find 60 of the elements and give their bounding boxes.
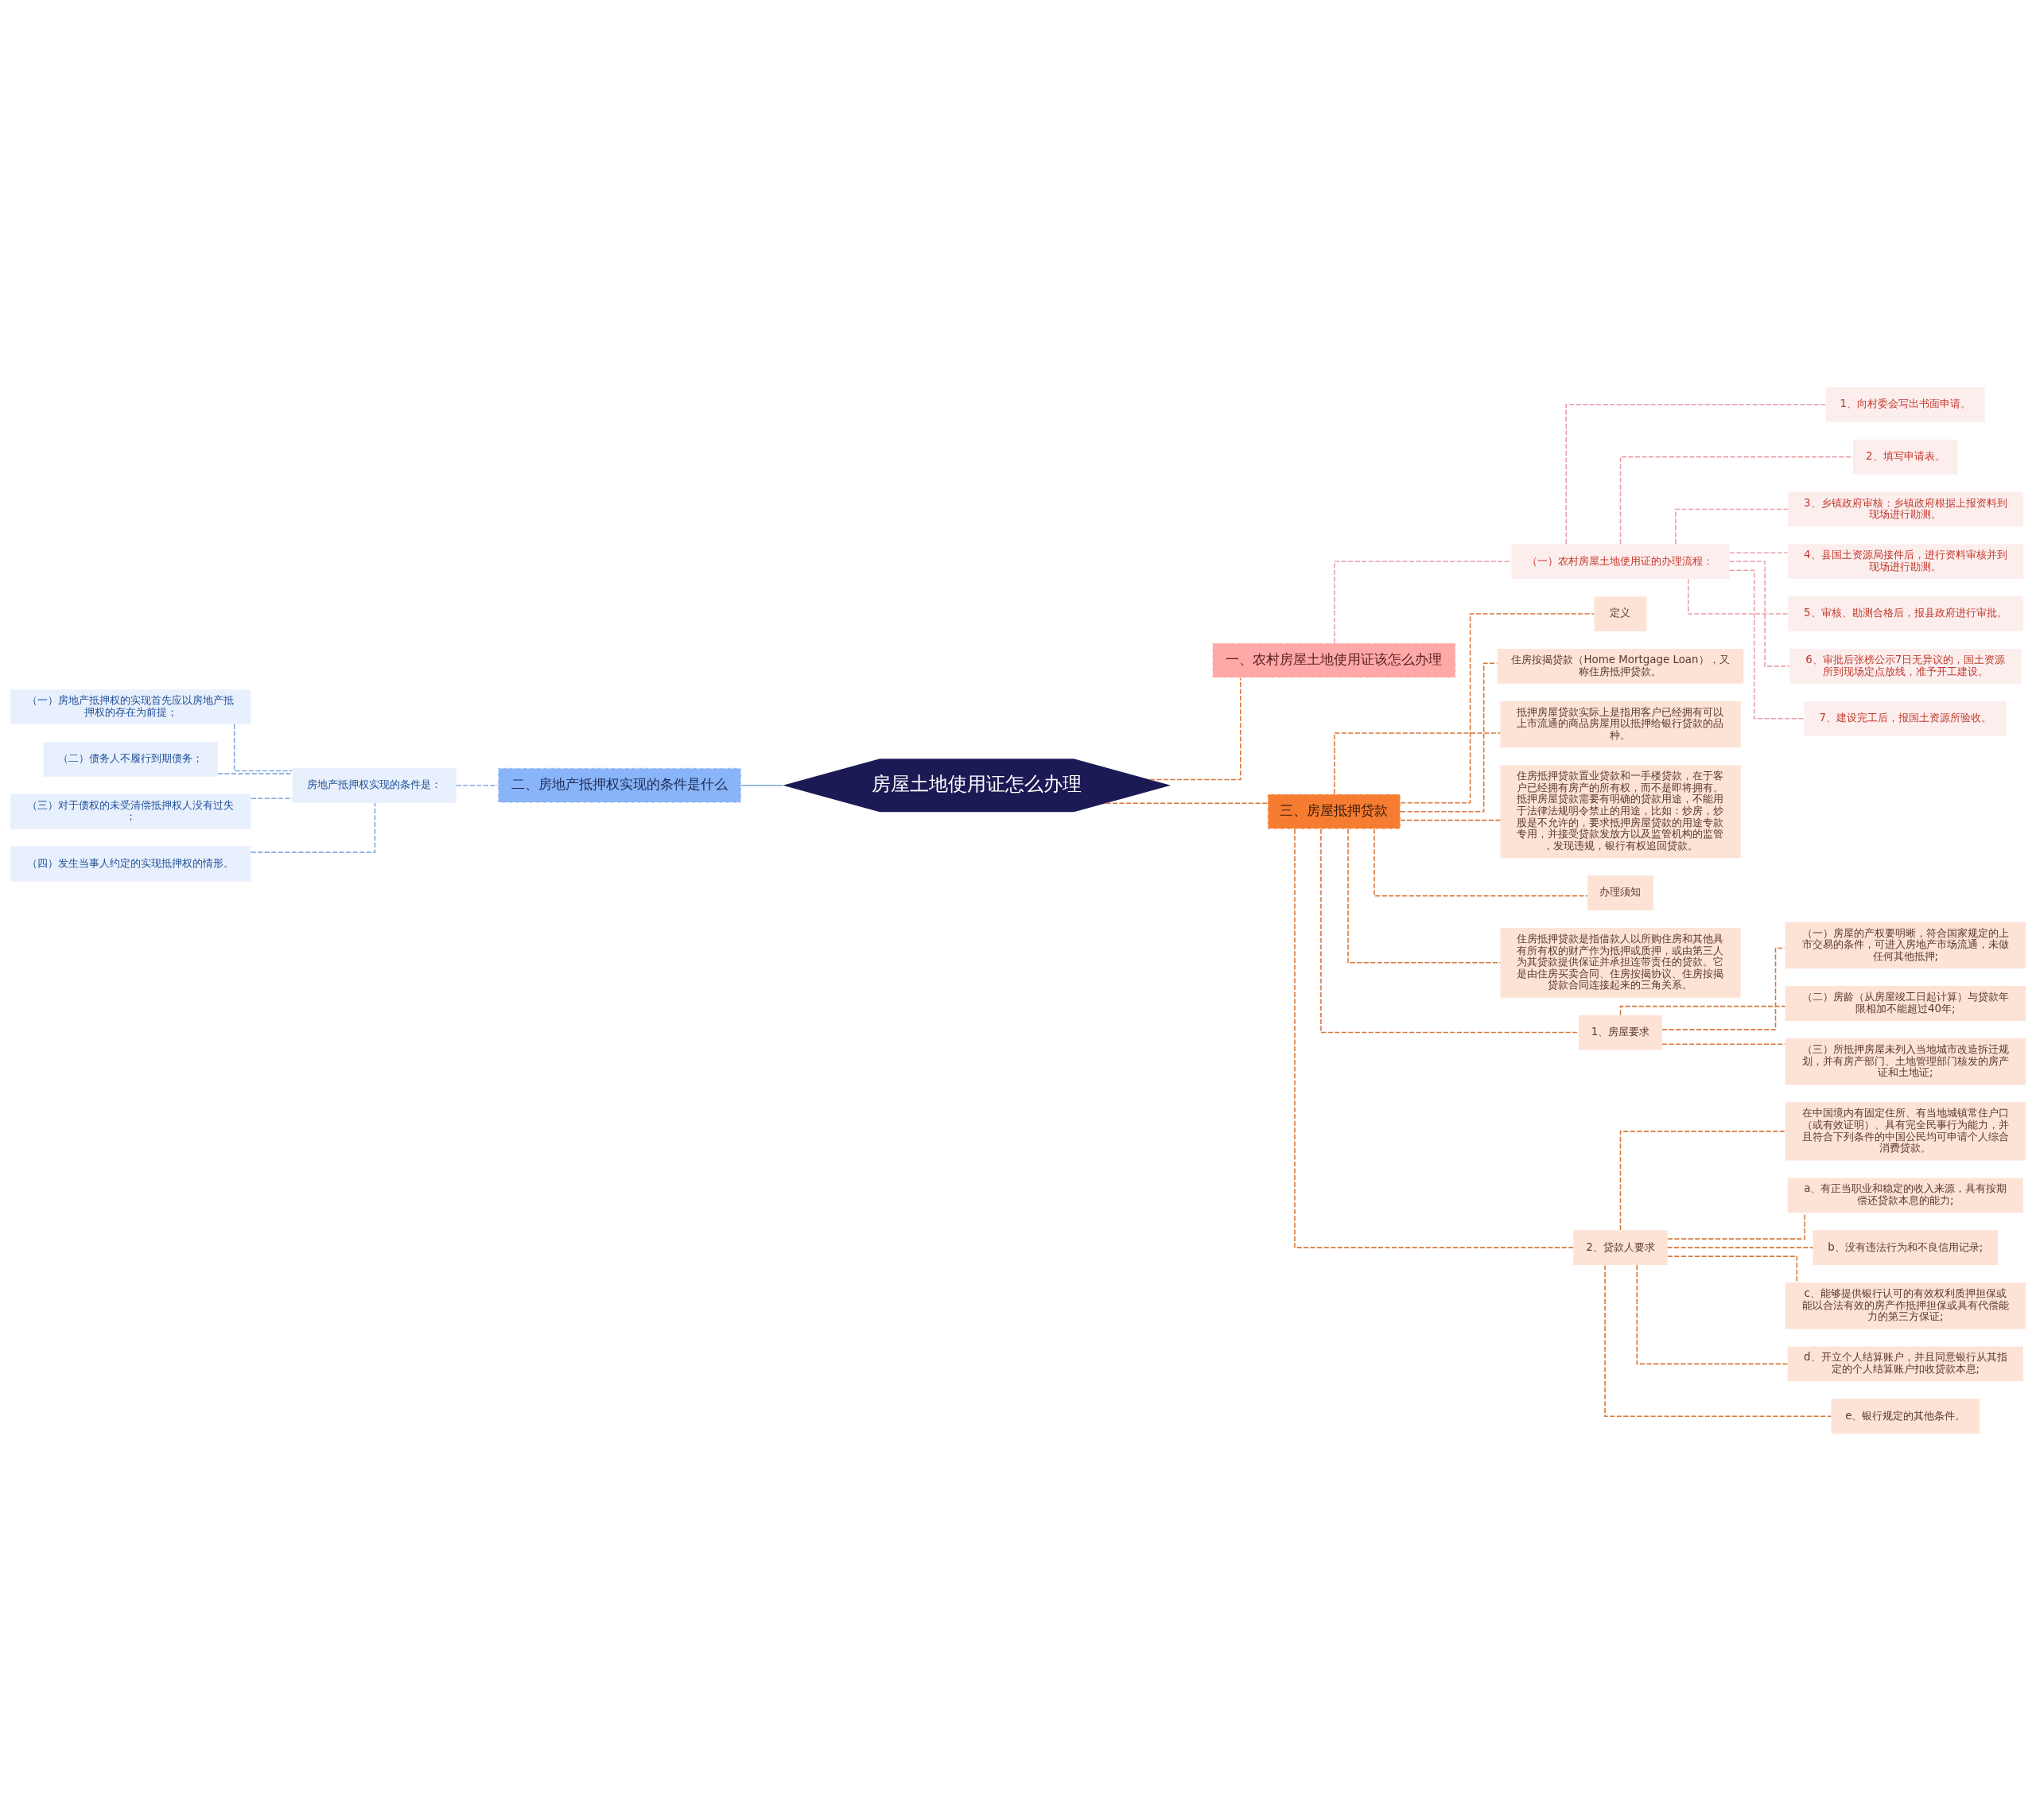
node-box: （二）债务人不履行到期债务； <box>43 741 218 777</box>
connector <box>1636 1264 1789 1364</box>
connector <box>1619 1005 1786 1015</box>
node-box: 2、贷款人要求 <box>1573 1229 1668 1265</box>
node-box: （二）房龄（从房屋竣工日起计算）与贷款年限相加不能超过40年; <box>1785 985 2026 1021</box>
node-box: （三）所抵押房屋未列入当地城市改造拆迁规划，并有房产部门、土地管理部门核发的房产证和土地证; <box>1785 1038 2026 1085</box>
connector <box>1667 1255 1798 1283</box>
connector <box>1729 552 1789 553</box>
connector <box>1565 403 1827 545</box>
node-box: 住房抵押贷款置业贷款和一手楼贷款，在于客户已经拥有房产的所有权，而不是即将拥有。抵押房屋贷款需要有明确的贷款用途，不能用于法律法规明令禁止的用途，比如：炒房，炒股是不允许的，要求抵押房屋贷款的用途专款专用，并接受贷款发放方以及监管机构的监管，发现违规，银行有权追回贷款。 <box>1500 764 1741 858</box>
connector <box>456 784 499 786</box>
node-box: 1、向村委会写出书面申请。 <box>1825 386 1985 422</box>
connector <box>1729 569 1805 719</box>
node-box: （三）对于债权的未受清偿抵押权人没有过失； <box>10 794 251 829</box>
connector <box>1374 828 1588 896</box>
connector <box>1320 828 1579 1033</box>
connector <box>1400 819 1502 821</box>
node-box: 住房按揭贷款（Home Mortgage Loan），又称住房抵押贷款。 <box>1497 648 1744 684</box>
connector <box>1688 578 1789 615</box>
node-box: 办理须知 <box>1587 875 1653 910</box>
node-box: 2、填写申请表。 <box>1853 439 1958 475</box>
node-box: 一、农村房屋土地使用证该怎么办理 <box>1211 642 1456 678</box>
node-box: （一）农村房屋土地使用证的办理流程： <box>1511 543 1730 579</box>
node-box: a、有正当职业和稳定的收入来源，具有按期偿还贷款本息的能力; <box>1787 1177 2023 1213</box>
connector <box>740 784 783 786</box>
connector <box>1105 801 1269 804</box>
connector <box>250 801 376 853</box>
connector <box>1675 508 1789 545</box>
node-box: （一）房地产抵押权的实现首先应以房地产抵押权的存在为前提； <box>10 689 251 724</box>
connector <box>1604 1264 1832 1417</box>
node-box: 7、建设完工后，报国土资源所验收。 <box>1804 700 2007 736</box>
node-box: 1、房屋要求 <box>1579 1015 1662 1050</box>
node-box: d、开立个人结算账户，并且同意银行从其指定的个人结算账户扣收贷款本息; <box>1787 1345 2023 1381</box>
node-box: 二、房地产抵押权实现的条件是什么 <box>497 766 742 803</box>
node-box: 房地产抵押权实现的条件是： <box>292 767 457 803</box>
connector <box>1334 731 1501 794</box>
node-box: 抵押房屋贷款实际上是指用客户已经拥有可以上市流通的商品房屋用以抵押给银行贷款的品种。 <box>1500 700 1741 747</box>
connector <box>1728 560 1790 667</box>
node-box: （一）房屋的产权要明晰，符合国家规定的上市交易的条件，可进入房地产市场流通，未做任何其他抵押; <box>1785 922 2026 968</box>
node-box: （四）发生当事人约定的实现抵押权的情形。 <box>10 846 251 881</box>
node-box: 定义 <box>1594 596 1647 631</box>
connector <box>1334 560 1512 643</box>
node-box: 4、县国土资源局接件后，进行资料审核并到现场进行勘测。 <box>1787 543 2023 579</box>
connector <box>1148 677 1241 780</box>
connector <box>233 723 293 771</box>
connector <box>1347 828 1502 964</box>
node-box: 3、乡镇政府审核：乡镇政府根据上报资料到现场进行勘测。 <box>1787 491 2023 526</box>
node-box: 住房抵押贷款是指借款人以所购住房和其他具有所有权的财产作为抵押或质押，或由第三人为其贷款提供保证并承担连带责任的贷款。它是由住房买卖合同、住房按揭协议、住房按揭贷款合同连接起来的三角关系。 <box>1500 927 1741 998</box>
node-box: 6、审批后张榜公示7日无异议的，国土资源所到现场定点放线，准予开工建设。 <box>1789 648 2022 684</box>
connector <box>1619 456 1854 545</box>
node-box: 在中国境内有固定住所、有当地城镇常住户口（或有效证明）、具有完全民事行为能力，并且符合下列条件的中国公民均可申请个人综合消费贷款。 <box>1785 1101 2026 1160</box>
node-box: e、银行规定的其他条件。 <box>1831 1398 1980 1434</box>
connector <box>1666 1246 1814 1248</box>
node-box: 三、房屋抵押贷款 <box>1267 793 1401 829</box>
connector <box>1619 1130 1786 1231</box>
node-box: c、能够提供银行认可的有效权利质押担保或能以合法有效的房产作抵押担保或具有代偿能力的第三方保证; <box>1785 1282 2026 1329</box>
connector <box>1400 612 1595 803</box>
node-box: b、没有违法行为和不良信用记录; <box>1813 1229 1999 1265</box>
node-box: 5、审核、勘测合格后，报县政府进行审批。 <box>1787 596 2023 631</box>
connector <box>1294 828 1574 1248</box>
